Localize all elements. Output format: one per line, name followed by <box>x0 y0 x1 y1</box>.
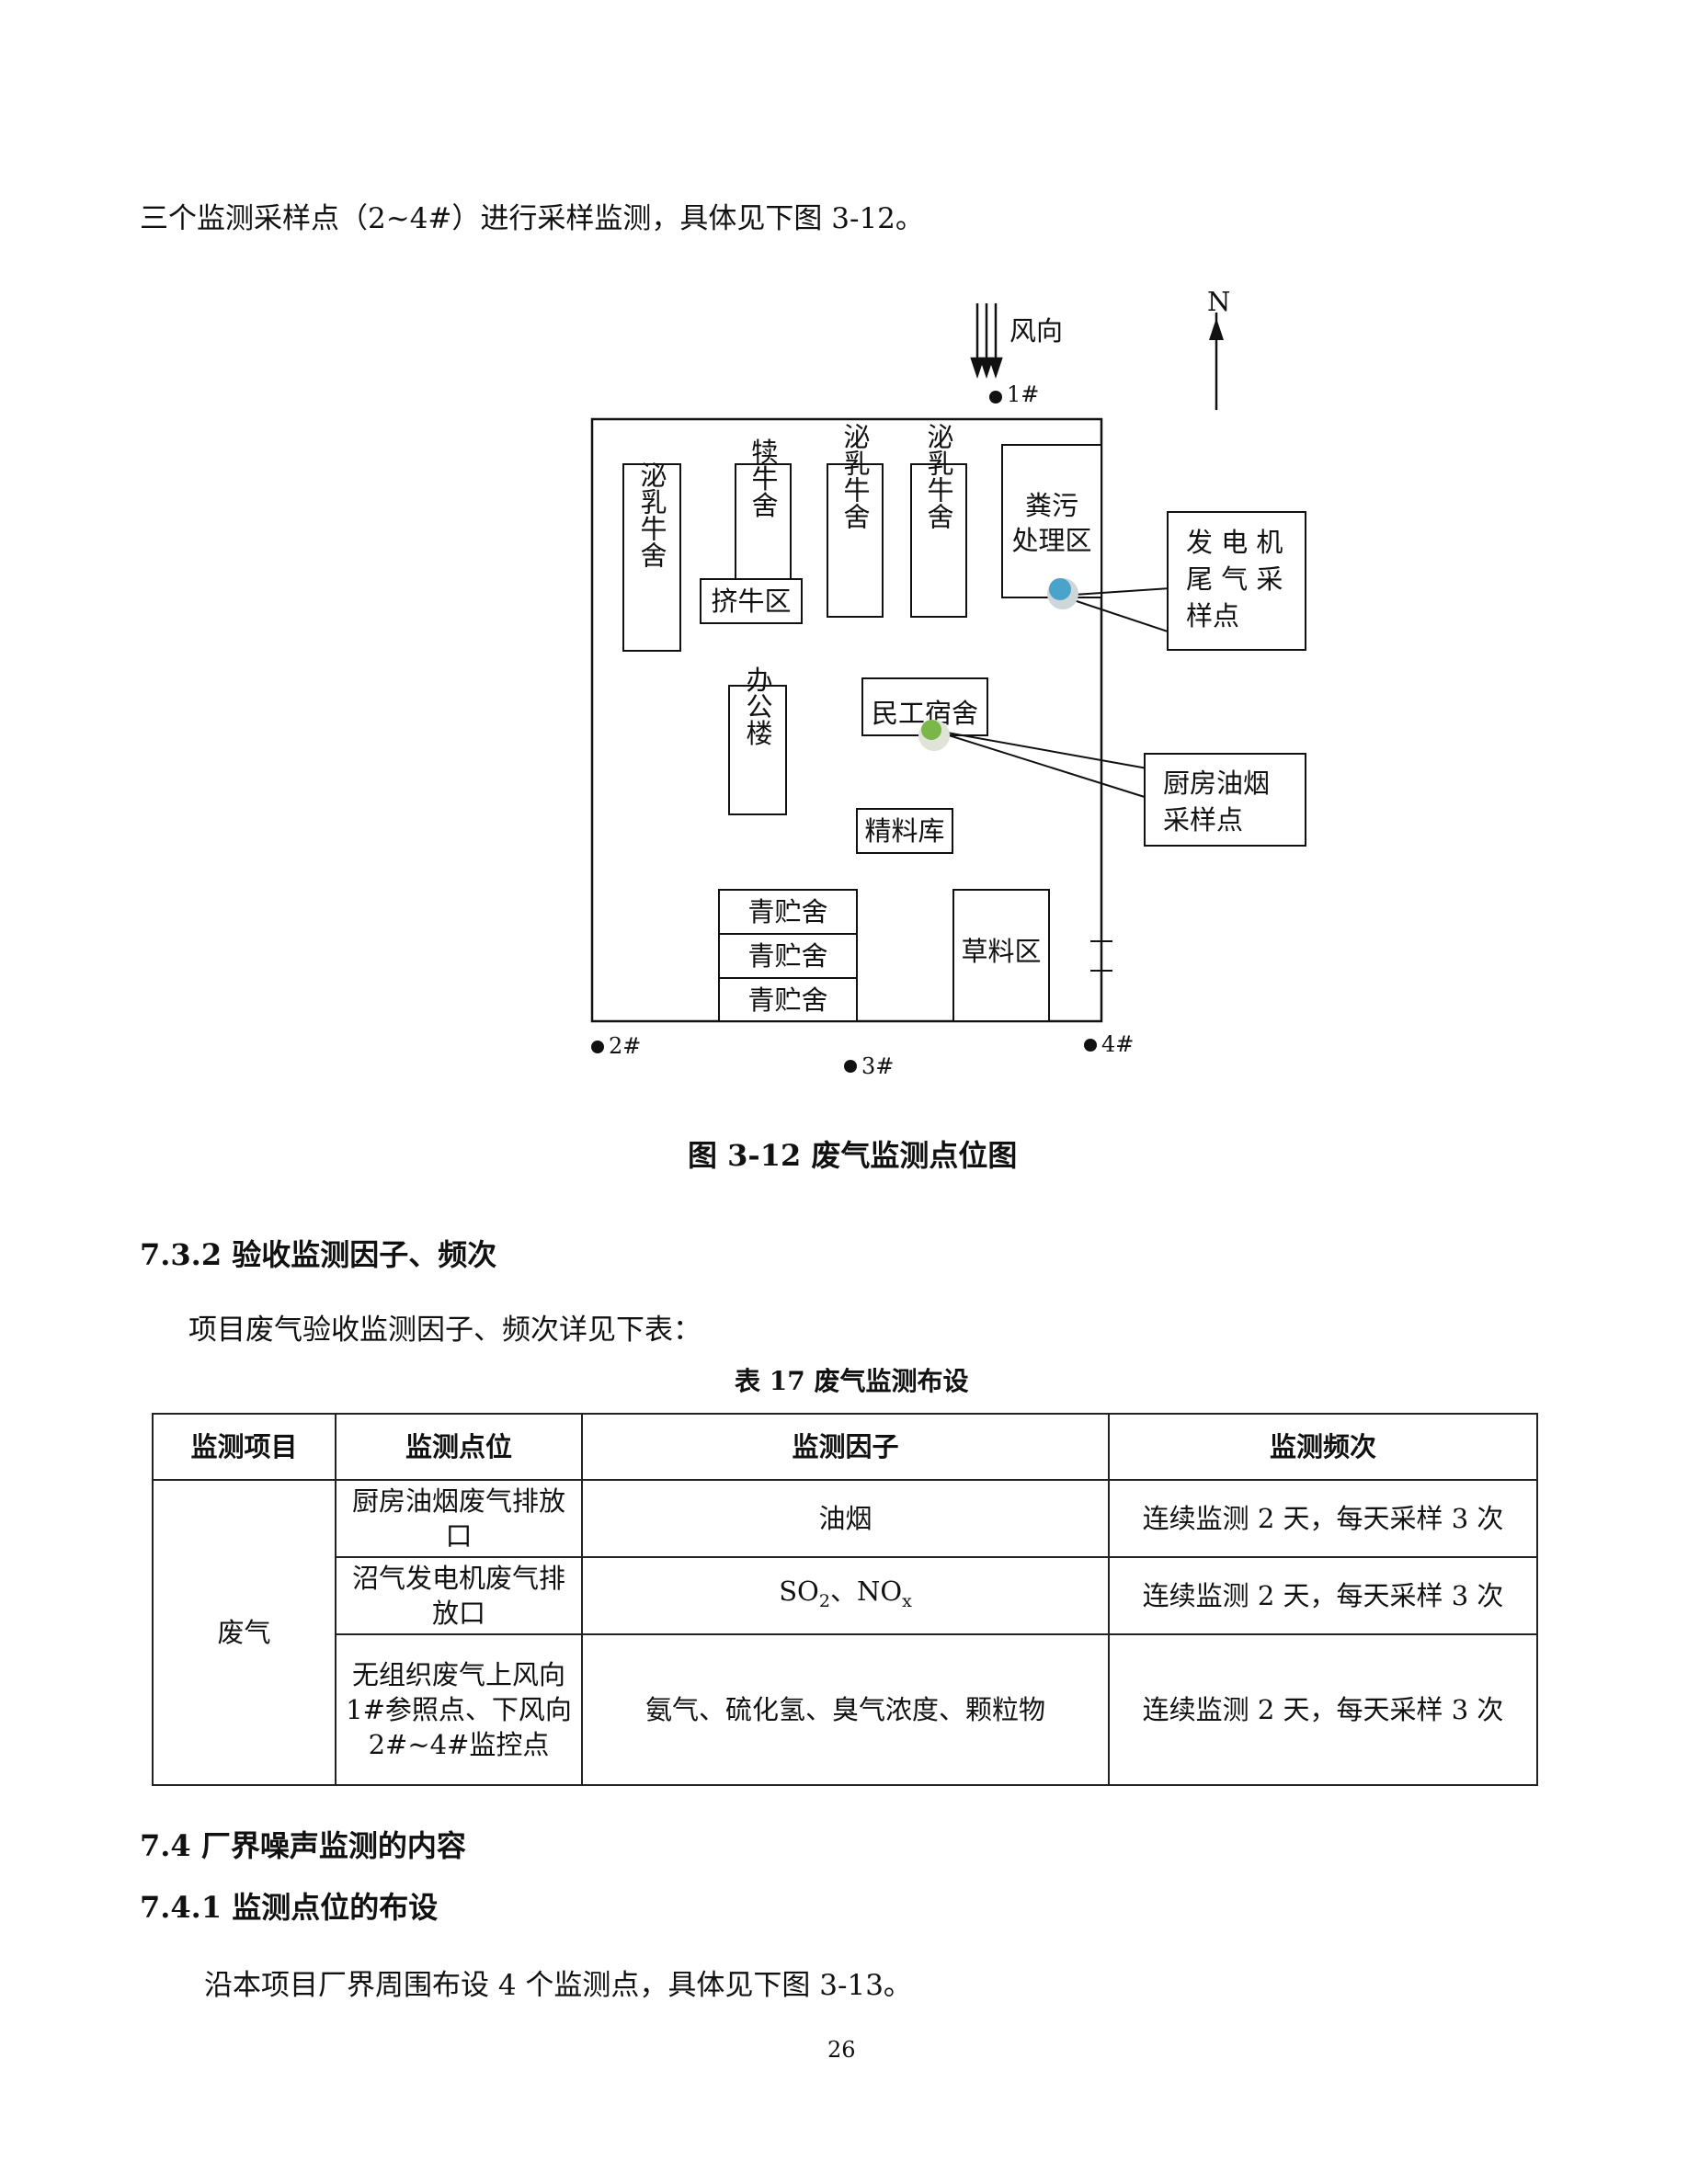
generator-sampling-dot <box>1049 578 1071 600</box>
table-title: 表 17 废气监测布设 <box>735 1366 969 1396</box>
point-4-label: 4# <box>1101 1031 1134 1057</box>
gate-marks <box>1090 938 1112 974</box>
building-silage-shed-2: 青贮舍 <box>718 933 858 979</box>
frequency-cell: 连续监测 2 天，每天采样 3 次 <box>1108 1633 1538 1786</box>
point-3-dot <box>844 1060 857 1073</box>
factor-cell: 氨气、硫化氢、臭气浓度、颗粒物 <box>581 1633 1110 1786</box>
building-label: 青贮舍 <box>747 984 827 1016</box>
table-header-row: 监测项目 监测点位 监测因子 监测频次 <box>152 1413 1538 1481</box>
section-heading-7-4-1: 7.4.1 监测点位的布设 <box>140 1890 439 1925</box>
building-label-line2: 处理区 <box>1011 525 1091 556</box>
section-heading-7-4: 7.4 厂界噪声监测的内容 <box>140 1828 466 1863</box>
building-label: 泌乳牛舍 <box>636 461 667 568</box>
point-4-dot <box>1084 1039 1097 1052</box>
building-milking-shed-2: 泌乳牛舍 <box>827 423 884 618</box>
building-forage-area: 草料区 <box>952 889 1050 1022</box>
building-label-line1: 粪污 <box>1025 490 1078 521</box>
factor-no-subscript: x <box>902 1590 912 1611</box>
frequency-cell: 连续监测 2 天，每天采样 3 次 <box>1108 1479 1538 1558</box>
monitoring-table: 监测项目 监测点位 监测因子 监测频次 废气 厨房油烟废气排放口 油烟 连续监测… <box>152 1413 1538 1786</box>
point-cell: 无组织废气上风向 1#参照点、下风向 2#~4#监控点 <box>335 1633 583 1786</box>
generator-callout: 发 电 机 尾 气 采 样点 <box>1059 511 1306 651</box>
closing-paragraph: 沿本项目厂界周围布设 4 个监测点，具体见下图 3-13。 <box>204 1969 912 2002</box>
wind-arrows <box>970 303 1003 379</box>
building-milking-shed-3: 泌乳牛舍 <box>910 423 967 618</box>
building-label: 办公楼 <box>742 665 773 745</box>
factor-so-subscript: 2 <box>818 1590 830 1611</box>
building-label: 青贮舍 <box>747 940 827 972</box>
factor-no: 、NO <box>829 1575 903 1607</box>
factor-cell: 油烟 <box>581 1479 1110 1558</box>
category-cell: 废气 <box>152 1479 336 1786</box>
building-silage-shed-3: 青贮舍 <box>718 977 858 1022</box>
point-2-label: 2# <box>609 1033 641 1059</box>
building-milking-shed-1: 泌乳牛舍 <box>622 461 681 652</box>
building-milking-area: 挤牛区 <box>700 578 803 624</box>
point-cell: 厨房油烟废气排放口 <box>335 1479 583 1558</box>
building-office: 办公楼 <box>728 665 787 815</box>
building-label: 泌乳牛舍 <box>923 423 954 529</box>
building-calf-shed: 犊牛舍 <box>735 438 792 580</box>
table-intro-paragraph: 项目废气验收监测因子、频次详见下表： <box>188 1314 701 1347</box>
header-item: 监测项目 <box>152 1413 336 1481</box>
building-label: 挤牛区 <box>711 586 791 617</box>
callout-line2: 采样点 <box>1163 804 1243 836</box>
building-label: 草料区 <box>961 936 1041 967</box>
building-manure-area: 粪污 处理区 <box>1001 444 1102 598</box>
north-label: N <box>1207 286 1230 317</box>
building-feed-store: 精料库 <box>856 808 953 854</box>
monitoring-site-diagram: 风向 N 1# 泌乳牛舍 犊牛舍 挤牛区 泌乳牛舍 泌乳牛舍 粪污 处理区 <box>590 286 1306 1079</box>
callout-line1: 发 电 机 <box>1186 527 1283 558</box>
point-1-label: 1# <box>1007 381 1039 407</box>
kitchen-sampling-dot <box>921 720 941 740</box>
callout-line3: 样点 <box>1186 600 1239 631</box>
wind-label: 风向 <box>1009 315 1063 347</box>
table-row: 无组织废气上风向 1#参照点、下风向 2#~4#监控点 氨气、硫化氢、臭气浓度、… <box>153 1633 1538 1786</box>
factor-cell: SO2、NOx <box>581 1556 1110 1635</box>
page-number: 26 <box>827 2037 856 2063</box>
figure-caption: 图 3-12 废气监测点位图 <box>688 1138 1018 1173</box>
frequency-cell: 连续监测 2 天，每天采样 3 次 <box>1108 1556 1538 1635</box>
header-point: 监测点位 <box>335 1413 583 1481</box>
building-label: 精料库 <box>864 815 944 847</box>
point-1-dot <box>989 391 1002 404</box>
table-row: 沼气发电机废气排放口 SO2、NOx 连续监测 2 天，每天采样 3 次 <box>153 1556 1538 1635</box>
kitchen-callout: 厨房油烟 采样点 <box>930 729 1306 847</box>
header-frequency: 监测频次 <box>1108 1413 1538 1481</box>
callout-line2: 尾 气 采 <box>1186 563 1283 595</box>
point-2-dot <box>591 1041 604 1053</box>
building-label: 青贮舍 <box>747 896 827 927</box>
factor-so: SO <box>779 1575 819 1607</box>
callout-line1: 厨房油烟 <box>1163 768 1270 799</box>
north-arrow-icon <box>1209 313 1224 410</box>
building-label: 泌乳牛舍 <box>839 423 871 529</box>
building-silage-shed-1: 青贮舍 <box>718 889 858 935</box>
intro-paragraph: 三个监测采样点（2~4#）进行采样监测，具体见下图 3-12。 <box>140 202 924 235</box>
header-factor: 监测因子 <box>581 1413 1110 1481</box>
section-heading-7-3-2: 7.3.2 验收监测因子、频次 <box>140 1237 497 1272</box>
point-3-label: 3# <box>861 1053 894 1079</box>
building-label: 犊牛舍 <box>747 438 779 518</box>
point-cell: 沼气发电机废气排放口 <box>335 1556 583 1635</box>
table-row: 废气 厨房油烟废气排放口 油烟 连续监测 2 天，每天采样 3 次 <box>152 1479 1538 1786</box>
